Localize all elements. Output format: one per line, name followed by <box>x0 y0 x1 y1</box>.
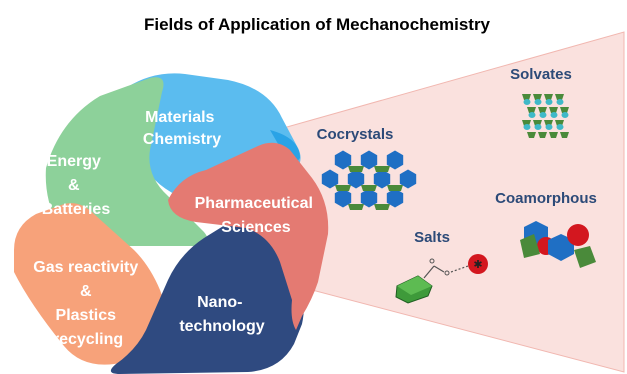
solvate-drop <box>534 124 542 130</box>
cocrystal-hexagon <box>334 188 352 208</box>
solvate-drop <box>523 124 531 130</box>
solvate-drop <box>556 124 564 130</box>
category-label-cocrystals: Cocrystals <box>317 126 394 143</box>
solvate-drop <box>545 124 553 130</box>
segment-pharmaceutical-sciences <box>168 142 329 330</box>
solvates-icon <box>522 94 569 138</box>
segment-label-pharma: Pharmaceutical Sciences <box>195 195 318 236</box>
cocrystal-hexagon <box>321 169 339 189</box>
solvate-trapezoid <box>549 132 558 138</box>
cocrystal-hexagon <box>347 169 365 189</box>
cocrystal-hexagon <box>360 150 378 170</box>
cocrystal-hexagon <box>386 150 404 170</box>
cocrystal-trapezoid <box>374 204 390 210</box>
solvate-trapezoid <box>560 107 569 113</box>
solvate-drop <box>539 112 547 118</box>
segment-energy-batteries <box>45 77 208 246</box>
segment-gas-plastics <box>14 203 178 365</box>
coamorphous-green-trapezoid-a <box>520 234 540 258</box>
solvate-trapezoid <box>544 94 553 100</box>
solvate-trapezoid <box>538 132 547 138</box>
cocrystals-icon <box>321 150 417 210</box>
segment-nanotechnology <box>110 209 304 374</box>
salts-oxygen-a <box>429 258 435 264</box>
cocrystal-hexagon <box>373 169 391 189</box>
salts-green-prism-top <box>397 276 432 295</box>
solvate-trapezoid <box>533 94 542 100</box>
cocrystal-trapezoid <box>348 204 364 210</box>
segment-label-materials: Materials Chemistry <box>143 109 221 148</box>
salts-icon: ✱ <box>395 254 488 304</box>
cocrystal-trapezoid <box>348 166 364 172</box>
salts-cation <box>468 254 488 274</box>
salts-ionic-dash <box>450 265 469 273</box>
cocrystal-trapezoid <box>374 166 390 172</box>
salts-oxygen-b <box>444 270 450 276</box>
cocrystal-hexagon <box>399 169 417 189</box>
cocrystal-hexagon <box>334 150 352 170</box>
figure-title: Fields of Application of Mechanochemistr… <box>144 15 491 34</box>
solvate-trapezoid <box>549 107 558 113</box>
salts-bond <box>423 265 435 279</box>
solvate-drop <box>534 99 542 105</box>
segment-label-energy: Energy & Batteries <box>42 153 111 218</box>
solvate-drop <box>523 99 531 105</box>
solvate-trapezoid <box>560 132 569 138</box>
solvate-trapezoid <box>522 94 531 100</box>
solvate-trapezoid <box>555 94 564 100</box>
salts-cation-sign: ✱ <box>473 258 482 271</box>
solvate-drop <box>556 99 564 105</box>
segment-label-gas: Gas reactivity & Plastics recycling <box>33 259 142 348</box>
segment-label-nano: Nano- technology <box>179 294 264 335</box>
cocrystal-hexagon <box>360 188 378 208</box>
salts-bond-2 <box>433 265 445 273</box>
category-label-coamorphous: Coamorphous <box>495 190 597 207</box>
solvate-drop <box>528 112 536 118</box>
category-label-salts: Salts <box>414 229 450 246</box>
cocrystal-hexagon <box>386 188 404 208</box>
solvate-trapezoid <box>538 107 547 113</box>
coamorphous-green-trapezoid-b <box>574 246 596 268</box>
solvate-drop <box>550 112 558 118</box>
category-label-solvates: Solvates <box>510 66 572 83</box>
cocrystal-trapezoid <box>387 185 403 191</box>
pentagon-wheel <box>14 73 329 374</box>
solvate-trapezoid <box>527 107 536 113</box>
solvate-trapezoid <box>527 132 536 138</box>
cocrystal-trapezoid <box>361 185 377 191</box>
solvate-drop <box>545 99 553 105</box>
solvate-drop <box>561 112 569 118</box>
coamorphous-red-circle-b <box>567 224 589 246</box>
coamorphous-blue-hexagon-b <box>548 234 574 261</box>
coamorphous-icon <box>520 221 596 268</box>
cocrystal-trapezoid <box>335 185 351 191</box>
